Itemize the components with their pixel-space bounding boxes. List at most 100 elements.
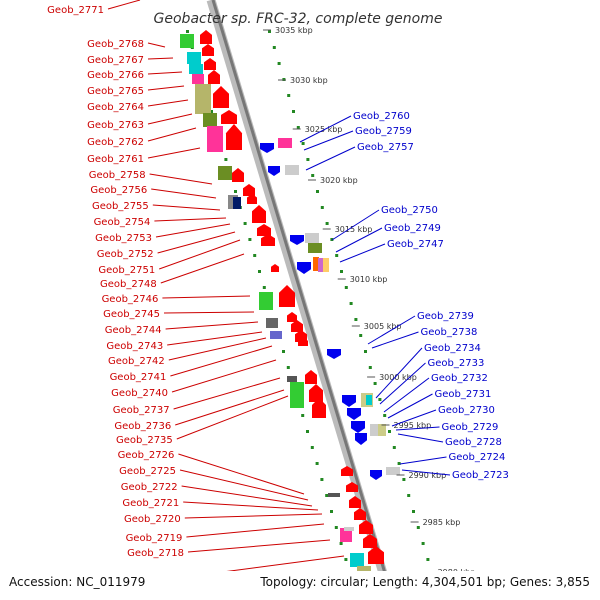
left-gene-label: Geob_2764 xyxy=(87,102,144,113)
reverse-gene-arrow xyxy=(355,433,367,445)
right-gene-label: Geob_2749 xyxy=(384,223,441,234)
left-gene-label: Geob_2753 xyxy=(95,233,152,244)
right-guide-dot xyxy=(335,254,339,257)
right-leader-line xyxy=(367,315,416,345)
left-guide-dot xyxy=(310,446,314,449)
right-guide-dot xyxy=(368,366,372,369)
reverse-gene-arrow xyxy=(290,235,304,245)
right-leader-line xyxy=(331,209,380,241)
left-gene-label: Geob_2767 xyxy=(87,55,144,66)
left-gene-label: Geob_2735 xyxy=(116,435,173,446)
left-gene-label: Geob_2725 xyxy=(119,466,176,477)
left-guide-dot xyxy=(315,462,319,465)
forward-gene-arrow xyxy=(261,234,275,246)
left-leader-line xyxy=(178,453,305,495)
right-guide-dot xyxy=(416,526,420,529)
gene-block xyxy=(323,258,329,272)
left-guide-dot xyxy=(186,30,189,33)
right-guide-dot xyxy=(359,334,363,337)
left-leader-line xyxy=(179,469,309,501)
right-leader-line xyxy=(379,362,426,405)
forward-gene-arrow xyxy=(200,30,212,44)
gene-block xyxy=(270,331,282,339)
left-leader-line xyxy=(147,127,197,142)
forward-gene-arrow xyxy=(226,124,242,150)
left-leader-line xyxy=(162,295,251,299)
left-gene-label: Geob_2742 xyxy=(108,356,165,367)
forward-gene-arrow xyxy=(305,370,317,384)
left-gene-label: Geob_2748 xyxy=(100,279,157,290)
forward-gene-arrow xyxy=(298,338,308,346)
forward-gene-arrow xyxy=(257,224,271,236)
right-guide-dot xyxy=(268,30,271,33)
left-leader-line xyxy=(147,113,193,125)
forward-gene-arrow xyxy=(243,184,255,196)
right-guide-dot xyxy=(287,94,291,97)
right-leader-line xyxy=(335,227,383,253)
left-guide-dot xyxy=(330,510,333,513)
gene-block xyxy=(287,376,297,382)
left-leader-line xyxy=(147,85,185,91)
right-gene-label: Geob_2728 xyxy=(445,437,502,448)
left-leader-line xyxy=(152,204,221,211)
left-leader-line xyxy=(107,0,141,10)
left-leader-line xyxy=(163,311,255,314)
left-guide-dot xyxy=(339,542,343,545)
reverse-gene-arrow xyxy=(351,421,365,433)
gene-block xyxy=(305,233,319,243)
right-leader-line xyxy=(387,393,433,419)
right-gene-label: Geob_2730 xyxy=(438,405,495,416)
left-gene-label: Geob_2722 xyxy=(121,482,178,493)
left-guide-dot xyxy=(282,350,285,353)
left-leader-line xyxy=(155,223,231,238)
left-leader-line xyxy=(181,485,313,507)
gene-block xyxy=(187,52,201,64)
right-guide-dot xyxy=(277,62,281,65)
right-gene-label: Geob_2732 xyxy=(431,373,488,384)
right-leader-line xyxy=(371,331,419,349)
right-guide-dot xyxy=(320,206,324,209)
forward-gene-arrow xyxy=(346,482,358,492)
forward-gene-arrow xyxy=(252,205,266,223)
left-leader-line xyxy=(168,337,267,361)
left-leader-line xyxy=(147,42,166,48)
accession-text: Accession: NC_011979 xyxy=(9,575,145,589)
right-gene-label: Geob_2760 xyxy=(353,111,410,122)
central-axis xyxy=(206,0,396,600)
right-guide-dot xyxy=(316,190,319,193)
left-leader-line xyxy=(147,57,174,60)
left-leader-line xyxy=(160,253,245,284)
left-gene-label: Geob_2726 xyxy=(118,450,175,461)
right-gene-label: Geob_2723 xyxy=(452,470,509,481)
footer-background xyxy=(0,571,600,600)
scale-tick-label: 3005 kbp xyxy=(364,322,402,331)
right-gene-label: Geob_2739 xyxy=(417,311,474,322)
right-leader-line xyxy=(391,409,437,427)
left-leader-line xyxy=(167,331,263,346)
right-guide-dot xyxy=(296,126,300,129)
right-guide-dot xyxy=(272,46,276,49)
gene-block xyxy=(328,493,340,497)
forward-gene-arrow xyxy=(354,508,366,520)
left-guide-dot xyxy=(210,110,213,113)
forward-gene-arrow xyxy=(213,86,229,108)
gene-block xyxy=(350,553,364,567)
left-guide-dot xyxy=(224,158,228,161)
scale-tick-label: 2985 kbp xyxy=(423,518,461,527)
reverse-gene-arrow xyxy=(370,470,382,480)
left-leader-line xyxy=(186,523,325,538)
left-leader-line xyxy=(175,389,285,426)
right-guide-dot xyxy=(383,414,387,417)
left-gene-label: Geob_2752 xyxy=(97,249,154,260)
gene-block xyxy=(192,74,204,84)
left-gene-label: Geob_2761 xyxy=(87,154,144,165)
left-guide-dot xyxy=(262,286,266,289)
right-guide-dot xyxy=(402,478,406,481)
right-leader-line xyxy=(383,377,430,413)
left-gene-label: Geob_2754 xyxy=(94,217,151,228)
left-gene-label: Geob_2740 xyxy=(111,388,168,399)
left-guide-dot xyxy=(248,238,252,241)
scale-tick-label: 3035 kbp xyxy=(275,26,313,35)
left-gene-label: Geob_2771 xyxy=(47,5,104,16)
